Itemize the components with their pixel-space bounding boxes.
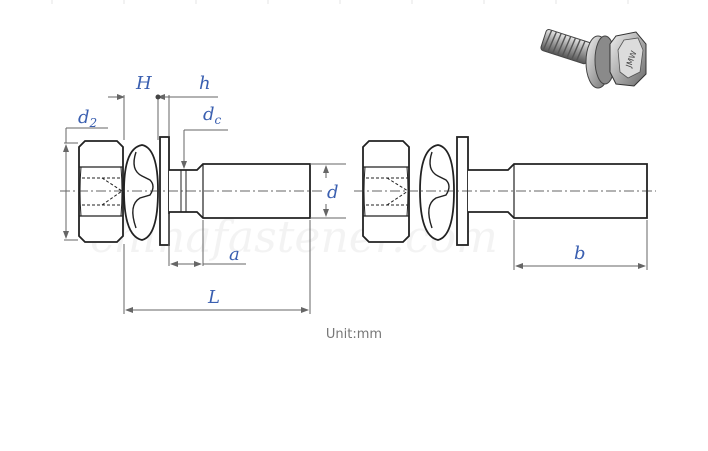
right-spring-washer [419, 144, 455, 241]
left-dimensions [63, 94, 346, 314]
label-d2: d2 [78, 107, 97, 130]
right-hex-head [362, 140, 410, 243]
left-hex-head [78, 140, 124, 243]
h-reference-dot [155, 94, 161, 100]
hex-screw-with-spring-and-flat-washer-photo-icon: JMW [540, 29, 647, 89]
right-dimensions [513, 220, 648, 270]
label-a: a [229, 244, 240, 265]
label-h: h [199, 73, 211, 94]
label-L: L [207, 287, 220, 308]
unit-label: Unit:mm [326, 327, 382, 342]
label-dc: dc [203, 104, 222, 127]
label-H: H [135, 73, 152, 94]
left-spring-washer [123, 144, 159, 241]
label-b: b [574, 243, 586, 264]
top-ruler-ticks [51, 0, 629, 4]
left-shank [169, 163, 311, 219]
label-d: d [327, 182, 339, 203]
